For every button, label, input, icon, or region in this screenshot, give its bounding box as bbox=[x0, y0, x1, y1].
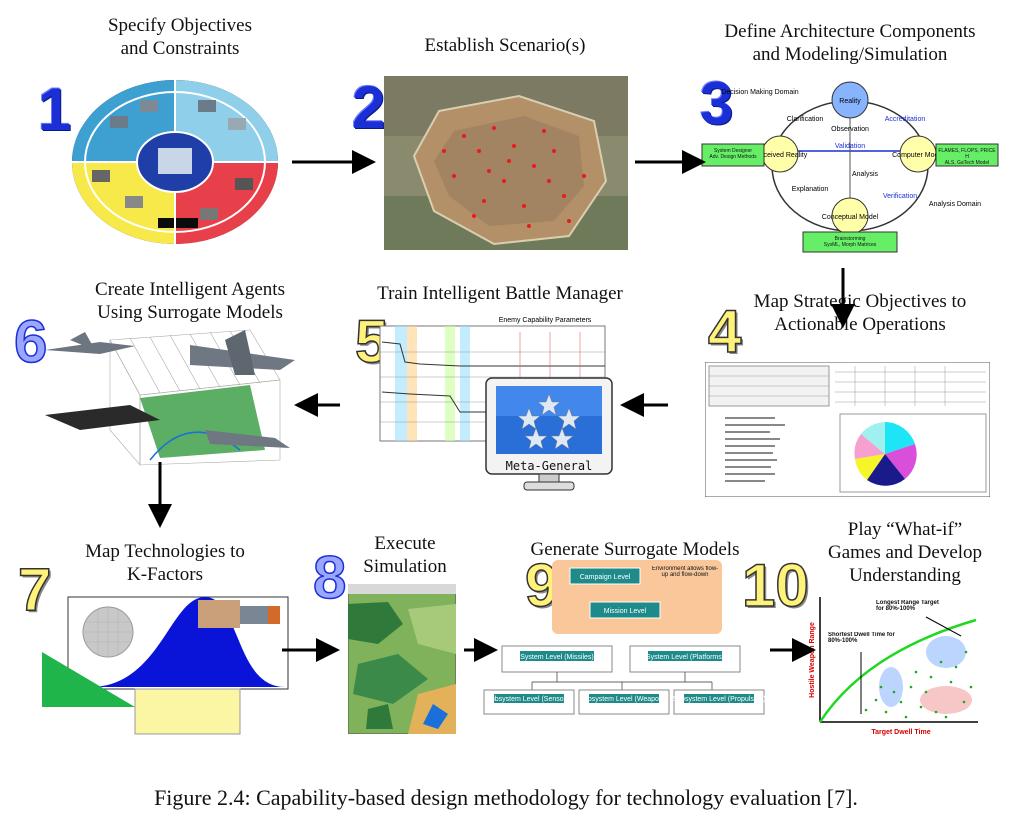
step-1-objectives-wheel bbox=[72, 80, 278, 244]
step-9-subsystem-weapons: Subsystem Level (Weapons) bbox=[579, 696, 668, 703]
step-5-monitor-label: Meta-General bbox=[505, 459, 593, 473]
green-box-right-text: FLAMES, FLOPS, PRICE H ALS, GaTech Model… bbox=[938, 148, 996, 166]
figure-caption: Figure 2.4: Capability-based design meth… bbox=[154, 785, 858, 810]
green-box-left-text: System Designer Adv. Design Methods bbox=[709, 148, 757, 160]
node-computer-text: Computer Model bbox=[892, 152, 944, 159]
step-6-number: 6 bbox=[13, 308, 48, 375]
green-box-bottom-text: Brainstorming SysML, Morph Matrices bbox=[823, 236, 877, 248]
step-9-system-missiles: System Level (Missiles) bbox=[520, 654, 594, 661]
step-7-label: Map Technologies to K-Factors bbox=[85, 541, 245, 585]
domain-decision: Decision Making Domain bbox=[721, 89, 799, 96]
step-8-simulation-map bbox=[348, 584, 456, 734]
step-5-monitor bbox=[485, 377, 613, 491]
step-9-campaign-box: Campaign Level bbox=[580, 574, 631, 581]
domain-analysis: Analysis Domain bbox=[929, 201, 981, 208]
step-3-number: 3 bbox=[700, 70, 734, 137]
step-9-mission-box: Mission Level bbox=[604, 608, 647, 615]
edge-validation: Validation bbox=[835, 143, 865, 150]
step-6-agents-graphic bbox=[45, 329, 295, 466]
step-8-label: Execute Simulation bbox=[363, 533, 447, 577]
step-1-number: 1 bbox=[38, 76, 72, 143]
node-reality bbox=[831, 81, 869, 119]
node-reality-text: Reality bbox=[839, 98, 861, 105]
step-10-annotation-left: Shortest Dwell Time for 80%-100% bbox=[828, 632, 895, 644]
step-9-note: Environment allows flow-up and flow-down bbox=[651, 566, 719, 578]
step-9-subsystem-propulsion: Subsystem Level (Propulsion) bbox=[673, 696, 766, 703]
step-10-annotation-top: Longest Range Target for 80%-100% bbox=[876, 600, 939, 612]
green-box-right bbox=[935, 143, 999, 167]
step-7-kfactor-graphic bbox=[42, 596, 289, 735]
step-1-label: Specify Objectives and Constraints bbox=[107, 15, 253, 59]
step-2-label: Establish Scenario(s) bbox=[424, 35, 586, 56]
edge-explanation: Explanation bbox=[792, 186, 829, 193]
step-9-system-platforms: System Level (Platforms) bbox=[646, 654, 724, 661]
step-10-label: Play “What-if” Games and Develop Underst… bbox=[827, 519, 983, 586]
step-4-number: 4 bbox=[707, 298, 742, 365]
step-2-number: 2 bbox=[352, 74, 386, 141]
edge-verification: Verification bbox=[883, 193, 917, 200]
step-9-label: Generate Surrogate Models bbox=[530, 539, 740, 560]
step-2-scenario-map bbox=[384, 76, 628, 250]
node-perceived-text: Perceived Reality bbox=[753, 152, 808, 159]
edge-analysis: Analysis bbox=[852, 171, 879, 178]
edge-accreditation: Accreditation bbox=[885, 116, 926, 123]
step-3-label: Define Architecture Components and Model… bbox=[724, 21, 976, 65]
green-box-bottom bbox=[802, 231, 898, 253]
step-5-label: Train Intelligent Battle Manager bbox=[377, 283, 623, 304]
step-9-subsystem-sensors: Subsystem Level (Sensors) bbox=[486, 696, 572, 703]
step-4-operations-table bbox=[705, 362, 990, 497]
step-3-architecture-diagram: Reality Perceived Reality Computer Model… bbox=[701, 81, 999, 253]
step-8-number: 8 bbox=[312, 544, 347, 611]
step-7-number: 7 bbox=[17, 556, 52, 623]
step-9-surrogate-diagram: Campaign Level Mission Level Environment… bbox=[483, 560, 766, 715]
edge-clarification: Clarification bbox=[787, 116, 824, 123]
step-5-panel-header: Enemy Capability Parameters bbox=[499, 317, 592, 324]
step-10-xlabel: Target Dwell Time bbox=[871, 729, 930, 736]
edge-observation: Observation bbox=[831, 126, 869, 133]
step-10-number: 10 bbox=[741, 552, 809, 619]
step-6-label: Create Intelligent Agents Using Surrogat… bbox=[95, 279, 285, 323]
node-conceptual-text: Conceptual Model bbox=[822, 214, 879, 221]
